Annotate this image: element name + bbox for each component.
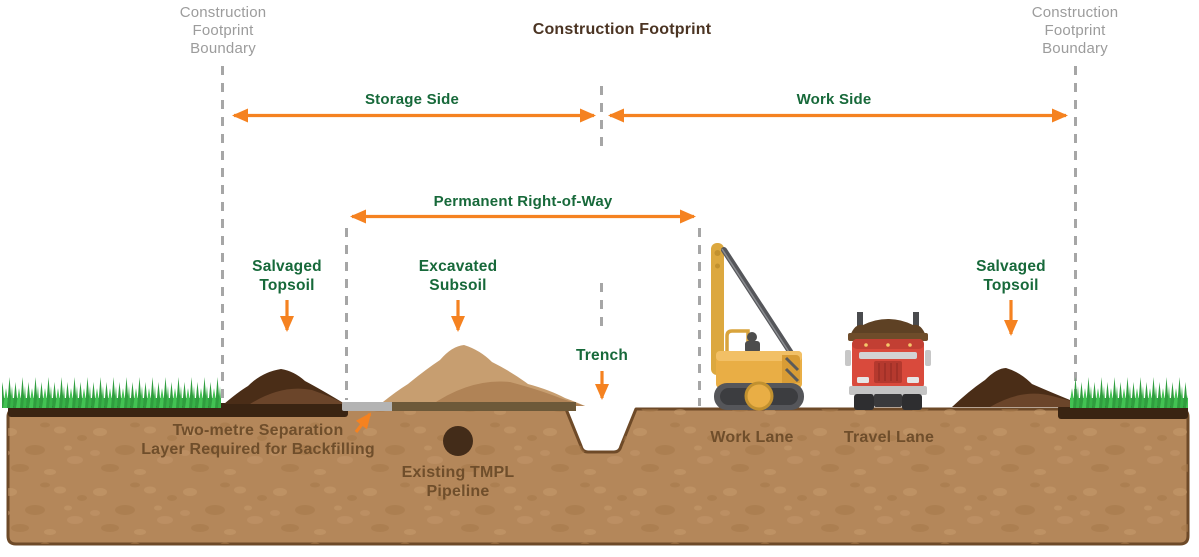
construction-footprint-title: Construction Footprint: [532, 21, 712, 38]
trench-label: Trench: [575, 347, 629, 364]
separation-layer-label: Two-metre Separation Layer Required for …: [126, 421, 390, 459]
dashed-boundary-lines: [221, 66, 1077, 406]
permanent-right-of-way-label: Permanent Right-of-Way: [433, 193, 613, 210]
grass-icon: [2, 374, 1188, 408]
separation-layer-arrow: [354, 412, 372, 433]
separation-layer-label-line1: Two-metre Separation: [172, 422, 344, 439]
ground-cross-section: [2, 345, 1190, 546]
construction-footprint-boundary-left-label: Construction Footprint Boundary: [179, 4, 267, 57]
work-lane-label: Work Lane: [710, 429, 794, 446]
salvaged-topsoil-left-label: Salvaged Topsoil: [252, 258, 322, 294]
salvaged-topsoil-right-label: Salvaged Topsoil: [976, 258, 1046, 294]
storage-side-label: Storage Side: [364, 91, 460, 108]
separation-layer-label-line2: Layer Required for Backfilling: [141, 441, 375, 458]
travel-lane-label: Travel Lane: [843, 429, 935, 446]
sideboom-pipelayer-icon: [711, 243, 804, 411]
construction-footprint-boundary-right-label: Construction Footprint Boundary: [1031, 4, 1119, 57]
excavated-subsoil-label: Excavated Subsoil: [418, 258, 498, 294]
topsoil-pile-right-icon: [952, 368, 1098, 407]
pipeline-cross-section-icon: [443, 426, 473, 456]
separation-layer-strip: [342, 402, 402, 411]
existing-tmpl-pipeline-label: Existing TMPL Pipeline: [393, 463, 523, 501]
haul-truck-icon: [845, 312, 931, 410]
existing-pipeline-label-line1: Existing TMPL: [401, 464, 515, 481]
subsoil-pile-icon: [378, 345, 585, 406]
separation-layer-strip-shaded: [392, 402, 576, 411]
work-side-label: Work Side: [796, 91, 872, 108]
existing-pipeline-label-line2: Pipeline: [426, 483, 490, 500]
orange-arrows: [232, 108, 1068, 433]
topsoil-band-right: [1058, 405, 1188, 419]
topsoil-pile-icon: [224, 369, 345, 404]
